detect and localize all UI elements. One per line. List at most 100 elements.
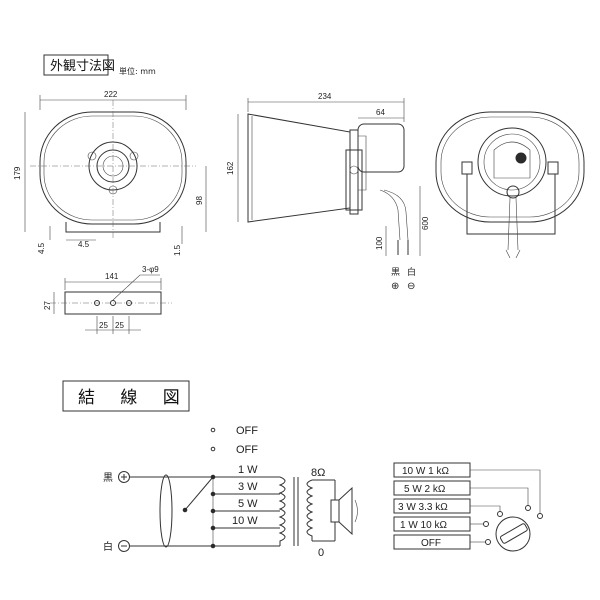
- dim-64: 64: [376, 108, 385, 117]
- dim-holes: 3-φ9: [142, 265, 159, 274]
- tap-off-2-dot: [210, 446, 216, 452]
- dim-98: 98: [195, 196, 204, 205]
- horn-body: [247, 113, 351, 223]
- minus-icon: ⊖: [407, 281, 415, 292]
- tap-off-1-dot: [210, 427, 216, 433]
- unit-label: 単位: mm: [119, 66, 156, 76]
- tap-3w-dot: [210, 491, 216, 497]
- primary-coil: [278, 476, 286, 546]
- outline-title-box: [43, 54, 109, 76]
- hole-left: [94, 300, 100, 306]
- cable-bundle: [159, 474, 173, 548]
- front-view: 222 179 98 4.5 4.5 1.5: [13, 90, 207, 256]
- rear-cover-outer: [477, 127, 547, 197]
- dim-234: 234: [318, 92, 332, 101]
- tap-5w-dot: [210, 508, 216, 514]
- hole-right: [126, 300, 132, 306]
- tap-off-1-label: OFF: [236, 425, 258, 437]
- selector-pivot: [182, 507, 188, 513]
- knob-pos-1: [537, 513, 543, 519]
- speaker-cone: [338, 486, 353, 536]
- knob-bar: [499, 523, 528, 544]
- sel-label-2: 5 W 2 kΩ: [404, 484, 446, 495]
- selector-switch: 10 W 1 kΩ 5 W 2 kΩ 3 W 3.3 kΩ 1 W 10 kΩ …: [393, 462, 543, 552]
- screw-right: [129, 151, 139, 161]
- plus-icon: ⊕: [391, 281, 399, 292]
- tap-off-2-label: OFF: [236, 444, 258, 456]
- knob-pos-2: [525, 505, 531, 511]
- speaker-wave: [354, 499, 358, 523]
- tap-10w-dot: [210, 525, 216, 531]
- dim-100: 100: [375, 236, 384, 250]
- rear-bracket-left: [461, 161, 473, 175]
- dim-25a: 25: [99, 321, 108, 330]
- sel-label-4: 1 W 10 kΩ: [400, 520, 447, 531]
- knob-pos-4: [483, 521, 489, 527]
- zero-label: 0: [318, 547, 324, 559]
- tap-3w-label: 3 W: [238, 481, 258, 493]
- secondary-coil: [306, 479, 314, 541]
- sel-label-3: 3 W 3.3 kΩ: [398, 502, 448, 513]
- sel-label-1: 10 W 1 kΩ: [402, 466, 449, 477]
- minus-terminal-icon: [118, 540, 130, 552]
- horn-flange: [349, 129, 359, 215]
- dim-4-5-bottom: 4.5: [78, 240, 90, 249]
- dim-600: 600: [421, 216, 430, 230]
- ohm-label: 8Ω: [311, 467, 325, 479]
- plus-sign: [121, 474, 127, 480]
- rear-cover-detail: [493, 141, 531, 179]
- sel-leader-2: [470, 487, 529, 506]
- rear-bracket-right: [547, 161, 559, 175]
- sel-label-5: OFF: [421, 538, 441, 549]
- wiring-title: 結 線 図: [78, 388, 190, 408]
- rear-wires: [507, 197, 519, 251]
- sel-leader-3: [470, 505, 501, 512]
- cable-2: [383, 189, 409, 241]
- dim-4-5-left: 4.5: [37, 242, 46, 254]
- screw-left: [87, 151, 97, 161]
- dim-25b: 25: [115, 321, 124, 330]
- dim-179: 179: [13, 166, 22, 180]
- rear-housing-inner: [440, 116, 580, 218]
- cable-1: [379, 189, 401, 241]
- outline-title: 外観寸法図: [50, 59, 115, 74]
- selector-arm: [184, 476, 214, 511]
- tap-10w-label: 10 W: [232, 515, 258, 527]
- side-bracket: [345, 149, 363, 211]
- knob-pos-3: [497, 511, 503, 517]
- rotary-knob-icon: [495, 516, 531, 552]
- rear-housing: [435, 111, 585, 223]
- speaker-body: [330, 499, 340, 523]
- dim-141: 141: [105, 272, 119, 281]
- rear-dot: [515, 152, 527, 164]
- driver-unit: [357, 123, 405, 173]
- tap-common-dot: [210, 543, 216, 549]
- wiring-diagram: OFF OFF 黒 白 1 W 3 W 5 W 10 W: [103, 425, 358, 559]
- wire-label-white: 白: [407, 266, 416, 278]
- rear-cable-gland: [506, 185, 520, 199]
- holes-leader: [112, 274, 160, 301]
- wiring-title-box: [62, 380, 190, 412]
- bracket-view: 141 3-φ9 27 25 25: [43, 265, 172, 334]
- tap-5w-label: 5 W: [238, 498, 258, 510]
- tap-1w-dot: [210, 474, 216, 480]
- bracket-bolt: [349, 165, 359, 175]
- hole-center: [110, 300, 116, 306]
- rear-cover-inner: [483, 133, 541, 191]
- rear-u-bracket: [466, 174, 556, 235]
- side-view: 234 64 162 100 600 黒 白 ⊕ ⊖: [226, 92, 430, 292]
- wire-label-black: 黒: [391, 267, 400, 278]
- dim-27: 27: [43, 301, 52, 310]
- rear-wire-ends: [505, 249, 521, 259]
- sel-leader-1: [470, 469, 541, 514]
- white-label: 白: [103, 540, 113, 553]
- tap-1w-label: 1 W: [238, 464, 258, 476]
- rear-view: [435, 111, 585, 259]
- knob-pos-5: [485, 539, 491, 545]
- plus-terminal-icon: [118, 471, 130, 483]
- black-label: 黒: [103, 472, 113, 484]
- dim-1-5: 1.5: [173, 244, 182, 256]
- dim-222: 222: [104, 90, 118, 99]
- dim-162: 162: [226, 161, 235, 175]
